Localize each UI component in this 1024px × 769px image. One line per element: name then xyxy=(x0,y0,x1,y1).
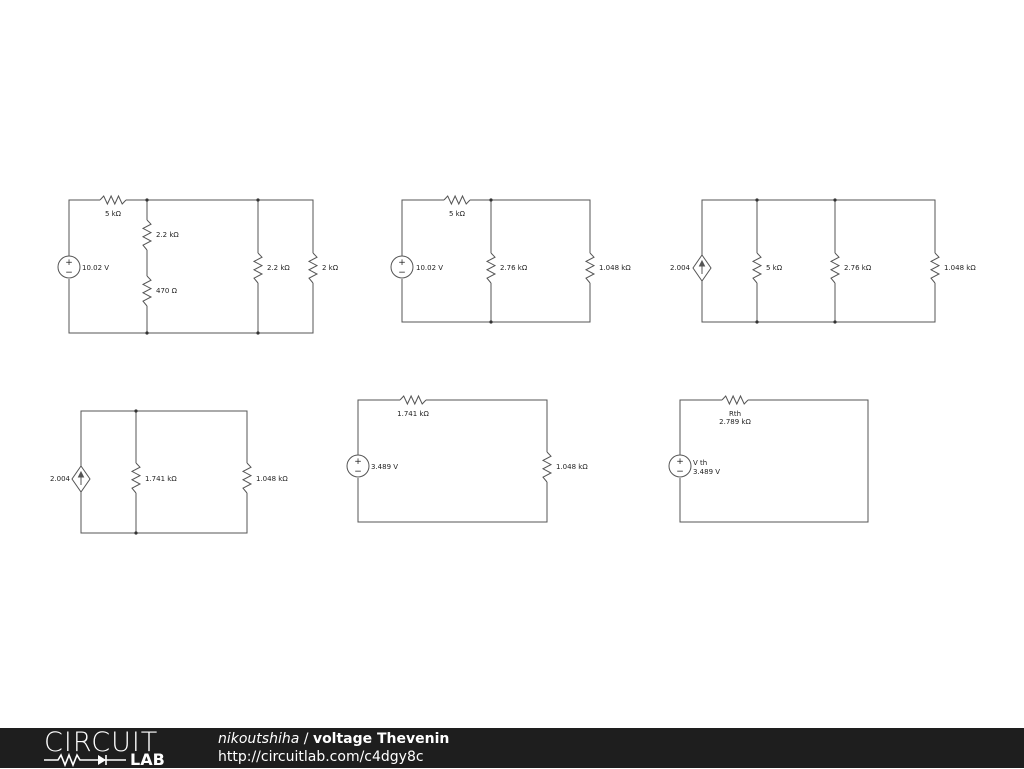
component-label: V th xyxy=(693,459,707,467)
voltage-source-icon xyxy=(57,255,81,279)
junction-dot xyxy=(755,198,759,202)
wire xyxy=(357,399,400,455)
wire xyxy=(80,492,248,534)
plus-sign: + xyxy=(398,258,406,268)
minus-sign: − xyxy=(354,467,362,477)
resistor xyxy=(721,394,749,406)
junction-dot xyxy=(489,198,493,202)
resistor xyxy=(252,252,264,284)
logo-resistor-diode-icon xyxy=(44,753,126,767)
component-label: 2.76 kΩ xyxy=(500,264,528,272)
minus-sign: − xyxy=(398,268,406,278)
arrow-head-icon xyxy=(77,470,85,478)
component-label: Rth xyxy=(729,410,741,418)
arrow-head-icon xyxy=(698,259,706,267)
circuit-title[interactable]: voltage Thevenin xyxy=(312,731,450,747)
component-label: 2.004 xyxy=(670,264,691,272)
wire xyxy=(401,199,444,256)
component-label: 2.004 xyxy=(50,475,71,483)
voltage-source-icon xyxy=(346,454,370,478)
voltage-source-icon xyxy=(390,255,414,279)
resistor xyxy=(141,275,153,307)
component-label: 1.048 kΩ xyxy=(944,264,976,272)
junction-dot xyxy=(145,198,149,202)
wire xyxy=(68,279,314,334)
junction-dot xyxy=(256,198,260,202)
resistor xyxy=(99,194,127,206)
component-label: 2.76 kΩ xyxy=(844,264,872,272)
component-label: 470 Ω xyxy=(156,287,178,295)
resistor xyxy=(584,252,596,284)
component-label: 3.489 V xyxy=(371,463,398,471)
resistor xyxy=(751,252,763,284)
component-label: 3.489 V xyxy=(693,468,720,476)
resistor xyxy=(829,252,841,284)
resistor xyxy=(130,462,142,494)
component-label: 1.048 kΩ xyxy=(556,463,588,471)
component-label: 2.2 kΩ xyxy=(267,264,290,272)
wire xyxy=(126,199,314,253)
wire xyxy=(701,281,936,323)
resistor xyxy=(929,252,941,284)
component-label: 5 kΩ xyxy=(766,264,783,272)
wire xyxy=(470,199,591,253)
junction-dot xyxy=(489,320,493,324)
resistor xyxy=(399,394,427,406)
wire xyxy=(701,199,936,255)
wire xyxy=(679,399,722,455)
footer-bar: CIRCUIT LAB nikoutshiha / voltage Theven… xyxy=(0,728,1024,768)
component-label: 5 kΩ xyxy=(449,210,466,218)
component-label: 1.741 kΩ xyxy=(145,475,177,483)
footer-title-line: nikoutshiha / voltage Thevenin xyxy=(218,730,449,748)
junction-dot xyxy=(755,320,759,324)
wire xyxy=(357,478,548,523)
logo-text-bottom: LAB xyxy=(130,750,165,769)
component-label: 1.048 kΩ xyxy=(256,475,288,483)
circuitlab-logo[interactable]: CIRCUIT LAB xyxy=(44,727,176,769)
wire xyxy=(68,199,100,256)
resistor xyxy=(541,451,553,483)
component-label: 2.789 kΩ xyxy=(719,418,751,426)
logo-text-top: CIRCUIT xyxy=(44,727,159,758)
minus-sign: − xyxy=(65,268,73,278)
junction-dot xyxy=(145,331,149,335)
plus-sign: + xyxy=(354,457,362,467)
component-label: 10.02 V xyxy=(82,264,109,272)
component-label: 5 kΩ xyxy=(105,210,122,218)
component-label: 10.02 V xyxy=(416,264,443,272)
junction-dot xyxy=(833,198,837,202)
minus-sign: − xyxy=(676,467,684,477)
voltage-source-icon xyxy=(668,454,692,478)
resistor xyxy=(141,219,153,251)
wire xyxy=(401,279,591,323)
circuit-url[interactable]: http://circuitlab.com/c4dgy8c xyxy=(218,749,424,765)
plus-sign: + xyxy=(65,258,73,268)
resistor xyxy=(443,194,471,206)
component-label: 2.2 kΩ xyxy=(156,231,179,239)
resistor xyxy=(485,252,497,284)
junction-dot xyxy=(134,531,138,535)
author-link[interactable]: nikoutshiha xyxy=(218,731,300,747)
junction-dot xyxy=(134,409,138,413)
junction-dot xyxy=(833,320,837,324)
component-label: 2 kΩ xyxy=(322,264,339,272)
wire xyxy=(679,399,869,523)
wire xyxy=(80,410,248,466)
junction-dot xyxy=(256,331,260,335)
resistor xyxy=(241,462,253,494)
title-separator: / xyxy=(299,731,313,747)
footer-info: nikoutshiha / voltage Thevenin http://ci… xyxy=(218,730,449,767)
resistor xyxy=(307,252,319,284)
component-label: 1.048 kΩ xyxy=(599,264,631,272)
wire xyxy=(426,399,548,452)
plus-sign: + xyxy=(676,457,684,467)
component-label: 1.741 kΩ xyxy=(397,410,429,418)
